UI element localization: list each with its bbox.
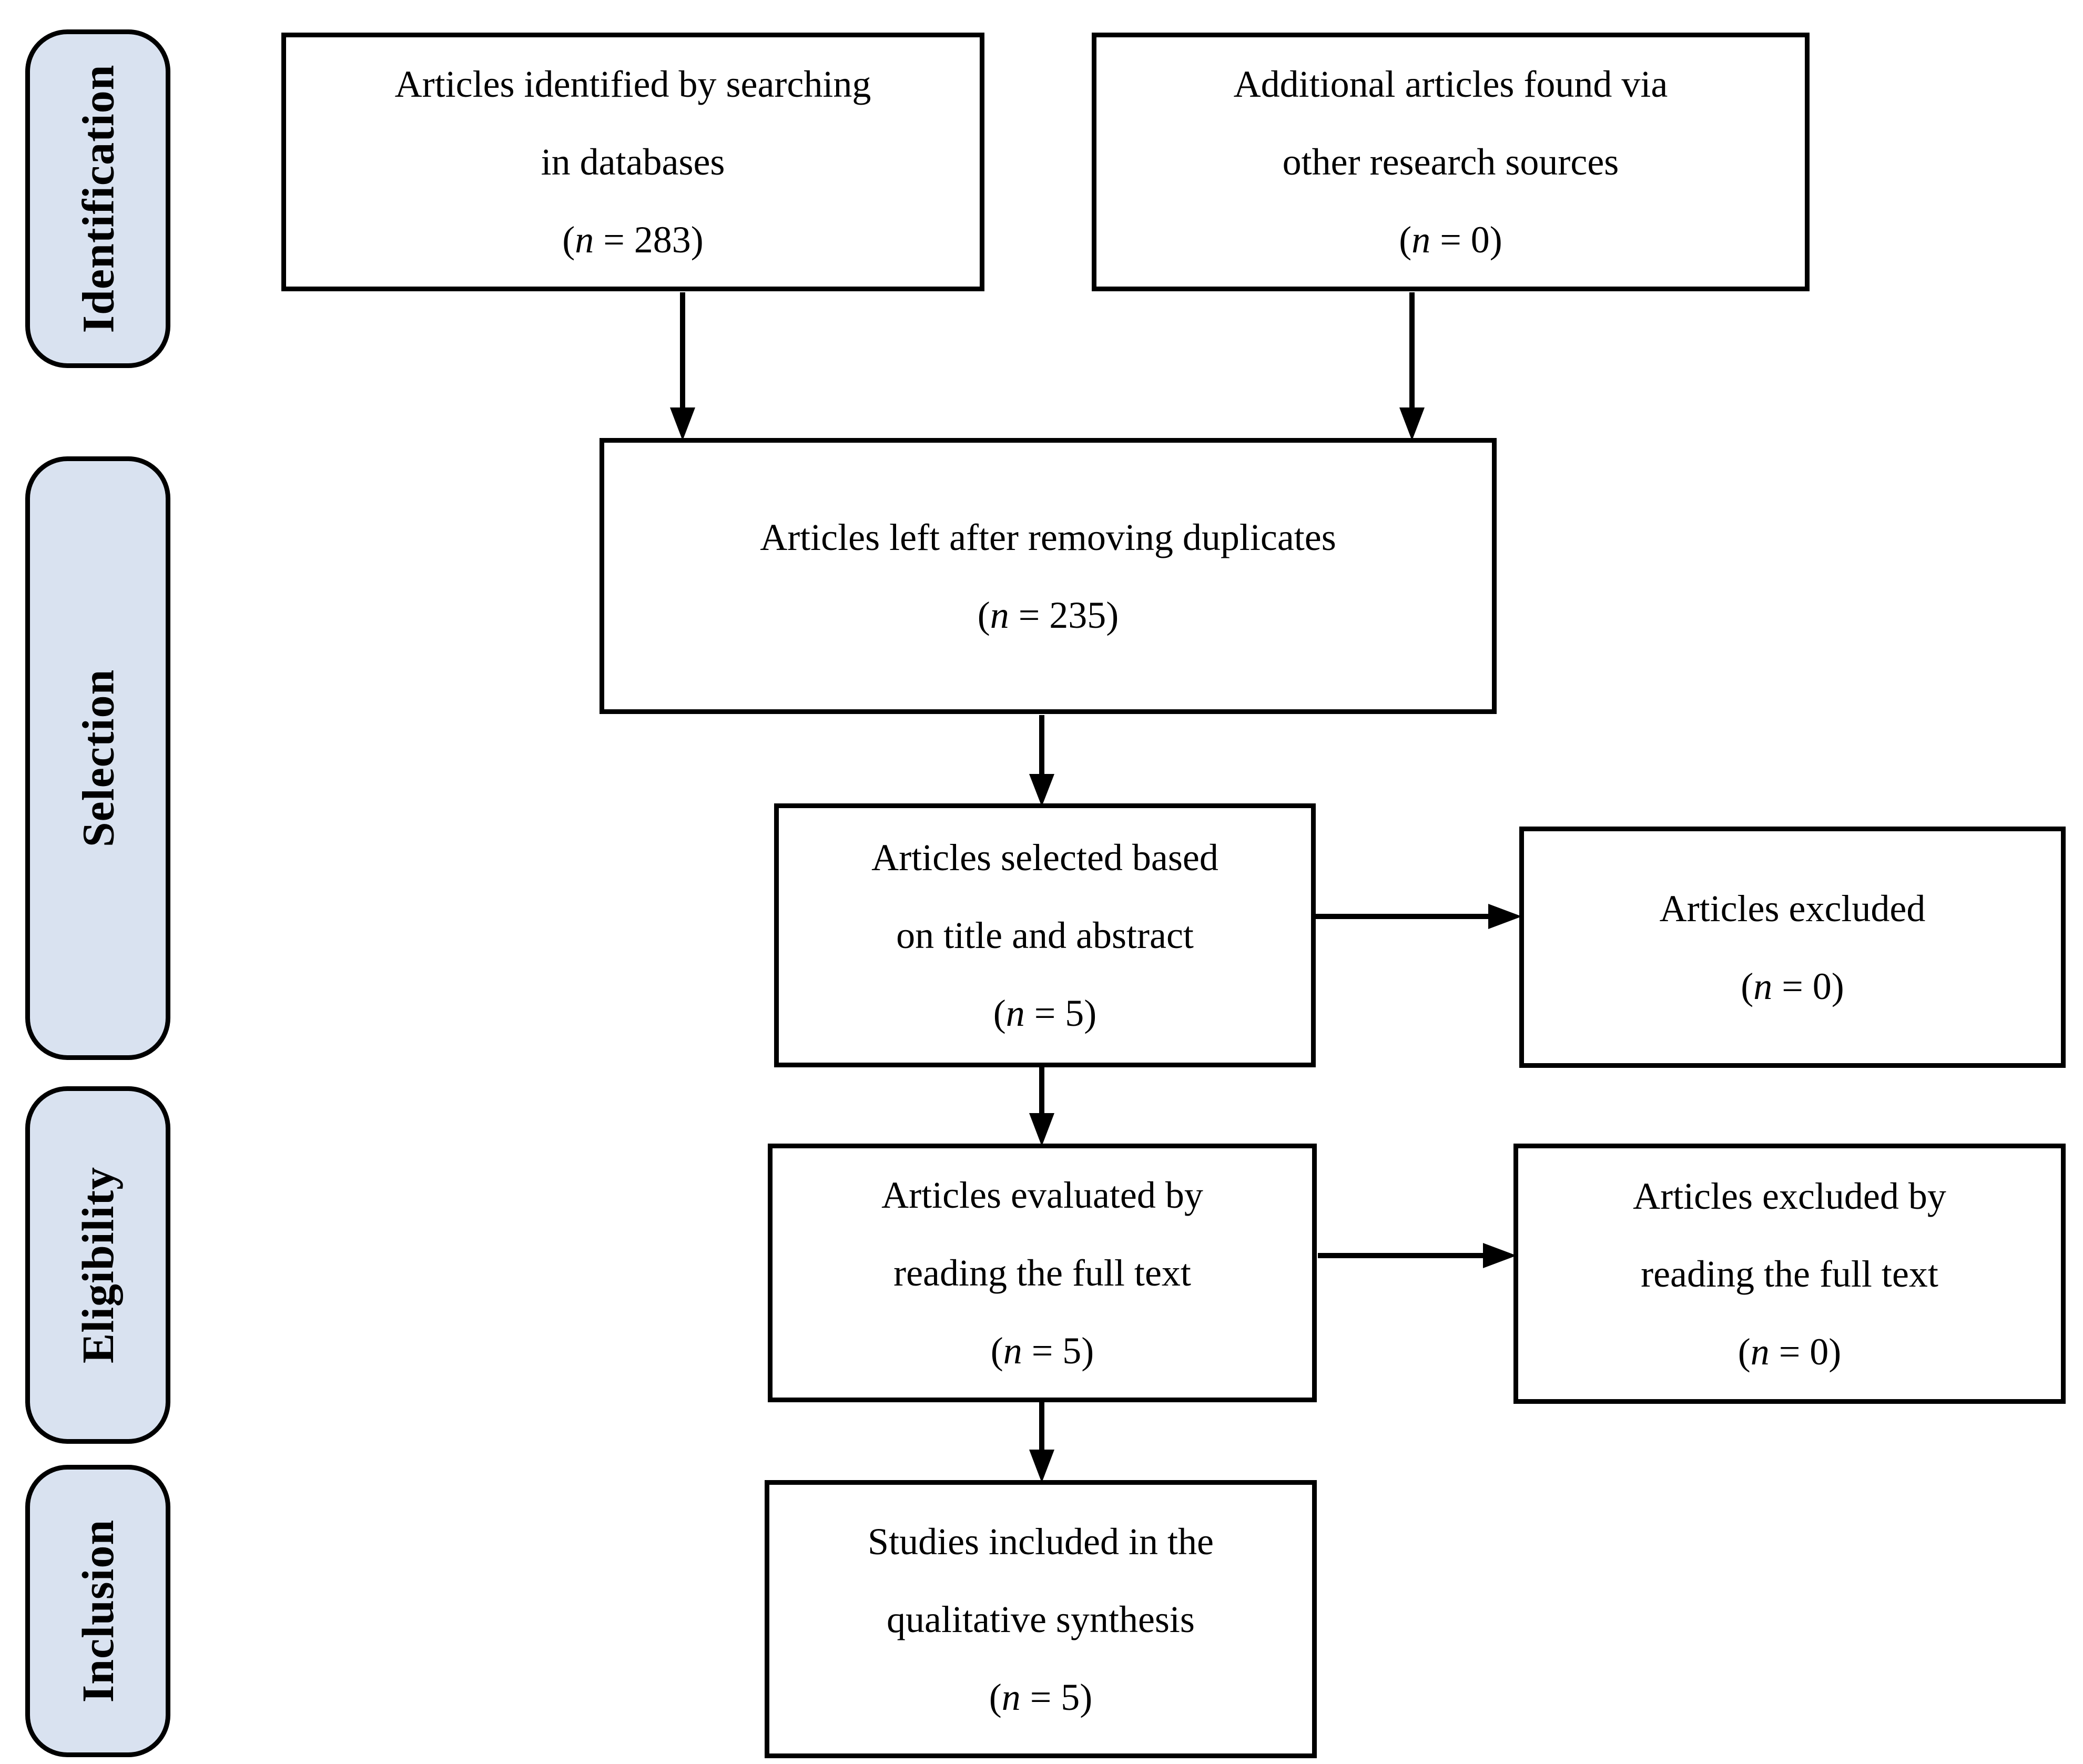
count-variable: n [575,219,594,261]
box-text-line: reading the full text [1641,1252,1938,1295]
box-count: (n = 235) [978,576,1119,654]
stage-label-eligibility: Eligibility [25,1086,170,1444]
box-text-line: Studies included in the [868,1520,1214,1563]
box-count: (n = 5) [991,1312,1094,1390]
arrow-duplicates-to-selected [1029,715,1054,807]
arrow-evaluated-to-included [1029,1401,1054,1483]
count-value: = 235) [1009,594,1119,636]
arrow-identified-to-duplicates [670,292,695,441]
count-open: ( [977,594,990,636]
flow-box-evaluated-fulltext: Articles evaluated by reading the full t… [768,1144,1317,1402]
flow-box-additional-sources: Additional articles found via other rese… [1092,33,1810,291]
stage-label-text: Eligibility [73,1166,124,1364]
arrow-evaluated-to-excluded [1318,1243,1517,1268]
count-variable: n [990,594,1009,636]
count-value: = 5) [1022,1330,1094,1372]
box-text-line: Articles evaluated by [881,1174,1203,1216]
flow-box-excluded-fulltext: Articles excluded by reading the full te… [1513,1144,2066,1404]
flow-box-excluded-title-abstract: Articles excluded (n = 0) [1519,827,2066,1068]
box-text-line: Articles left after removing duplicates [760,516,1336,558]
count-value: = 0) [1772,965,1844,1007]
count-open: ( [989,1676,1002,1718]
count-open: ( [562,219,575,261]
stage-label-inclusion: Inclusion [25,1465,170,1757]
stage-label-text: Selection [73,669,124,848]
count-variable: n [1411,219,1431,261]
stage-label-text: Identification [73,64,123,333]
count-variable: n [1003,1330,1022,1372]
box-text-line: other research sources [1282,141,1619,183]
box-count: (n = 0) [1741,947,1844,1025]
box-text-line: on title and abstract [896,914,1194,956]
box-text-line: Additional articles found via [1233,63,1668,105]
box-text-line: Articles excluded [1659,887,1926,930]
flow-box-included-qualitative-synthesis: Studies included in the qualitative synt… [765,1480,1317,1758]
stage-label-identification: Identification [25,29,170,368]
count-variable: n [1005,992,1025,1034]
arrow-selected-to-excluded [1315,904,1522,929]
box-text-line: reading the full text [893,1252,1191,1294]
count-value: = 5) [1024,992,1097,1034]
arrow-additional-to-duplicates [1399,292,1425,441]
box-count: (n = 283) [562,201,704,279]
count-variable: n [1750,1330,1770,1373]
count-open: ( [990,1330,1003,1372]
box-text-line: qualitative synthesis [887,1598,1195,1640]
count-open: ( [993,992,1006,1034]
stage-label-text: Inclusion [73,1519,124,1703]
count-open: ( [1741,965,1754,1007]
box-text-line: Articles identified by searching [394,63,871,105]
flow-box-after-duplicates-removed: Articles left after removing duplicates … [600,438,1497,714]
box-count: (n = 5) [989,1658,1093,1736]
count-open: ( [1399,219,1412,261]
stage-label-selection: Selection [25,456,170,1060]
box-count: (n = 0) [1738,1313,1842,1391]
box-text-line: in databases [541,141,725,183]
count-value: = 283) [594,219,704,261]
box-count: (n = 0) [1399,201,1502,279]
flow-box-selected-title-abstract: Articles selected based on title and abs… [774,803,1316,1067]
box-count: (n = 5) [993,974,1097,1052]
count-open: ( [1737,1330,1751,1373]
count-value: = 0) [1430,219,1502,261]
count-variable: n [1753,965,1773,1007]
count-value: = 0) [1769,1330,1842,1373]
count-value: = 5) [1020,1676,1093,1718]
count-variable: n [1001,1676,1021,1718]
box-text-line: Articles selected based [871,837,1218,879]
arrow-selected-to-evaluated [1029,1066,1054,1146]
box-text-line: Articles excluded by [1633,1175,1946,1217]
flow-box-identified-databases: Articles identified by searching in data… [281,33,984,291]
